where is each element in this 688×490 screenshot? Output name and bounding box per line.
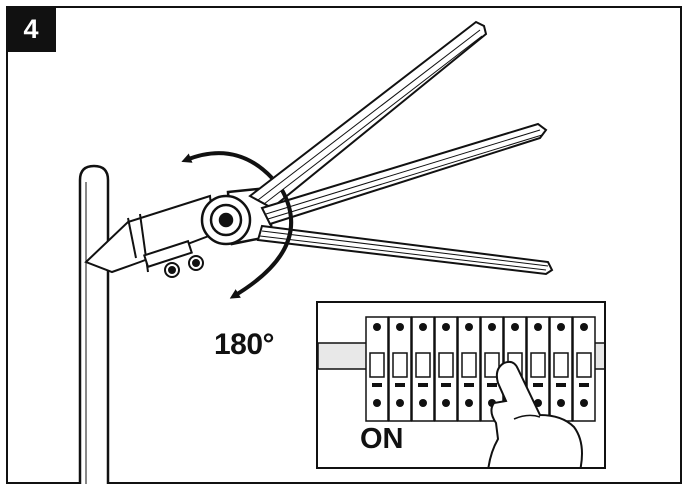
circuit-breaker[interactable] (365, 316, 389, 422)
breaker-toggle[interactable] (576, 352, 592, 378)
terminal-screw (557, 323, 565, 331)
rotate-up-arrow-icon (181, 151, 274, 180)
terminal-screw (580, 399, 588, 407)
rotation-angle-label: 180° (214, 328, 275, 361)
breaker-toggle[interactable] (438, 352, 454, 378)
breaker-indicator (418, 383, 428, 387)
slip-fitter (84, 194, 216, 278)
breaker-panel-drawing (318, 316, 604, 467)
breaker-toggle[interactable] (461, 352, 477, 378)
circuit-breaker-row (365, 316, 596, 422)
circuit-breaker[interactable] (572, 316, 596, 422)
circuit-breaker[interactable] (434, 316, 458, 422)
breaker-indicator (372, 383, 382, 387)
circuit-breaker[interactable] (411, 316, 435, 422)
breaker-indicator (395, 383, 405, 387)
terminal-screw (419, 323, 427, 331)
terminal-screw (373, 399, 381, 407)
breaker-toggle[interactable] (392, 352, 408, 378)
terminal-screw (488, 323, 496, 331)
breaker-panel-inset (316, 301, 606, 469)
terminal-screw (373, 323, 381, 331)
step-number: 4 (23, 13, 39, 44)
breaker-indicator (441, 383, 451, 387)
terminal-screw (442, 399, 450, 407)
breaker-indicator (464, 383, 474, 387)
terminal-screw (396, 399, 404, 407)
breaker-indicator (487, 383, 497, 387)
rotate-down-arrow-icon (229, 189, 294, 299)
breaker-indicator (556, 383, 566, 387)
terminal-screw (580, 323, 588, 331)
breaker-toggle[interactable] (484, 352, 500, 378)
switch-state-label: ON (360, 423, 404, 455)
terminal-screw (419, 399, 427, 407)
luminaire-head-middle (260, 122, 548, 226)
breaker-toggle[interactable] (553, 352, 569, 378)
terminal-screw (511, 323, 519, 331)
terminal-screw (396, 323, 404, 331)
breaker-toggle[interactable] (530, 352, 546, 378)
terminal-screw (534, 323, 542, 331)
circuit-breaker[interactable] (457, 316, 481, 422)
breaker-indicator (579, 383, 589, 387)
circuit-breaker[interactable] (549, 316, 573, 422)
breaker-toggle[interactable] (415, 352, 431, 378)
light-pole (78, 164, 110, 484)
terminal-screw (442, 323, 450, 331)
terminal-screw (557, 399, 565, 407)
circuit-breaker[interactable] (388, 316, 412, 422)
terminal-screw (465, 399, 473, 407)
terminal-screw (465, 323, 473, 331)
breaker-indicator (533, 383, 543, 387)
pointing-hand-icon (487, 360, 583, 467)
step-number-badge: 4 (6, 6, 56, 52)
luminaire-head-lower (256, 224, 554, 276)
breaker-toggle[interactable] (369, 352, 385, 378)
